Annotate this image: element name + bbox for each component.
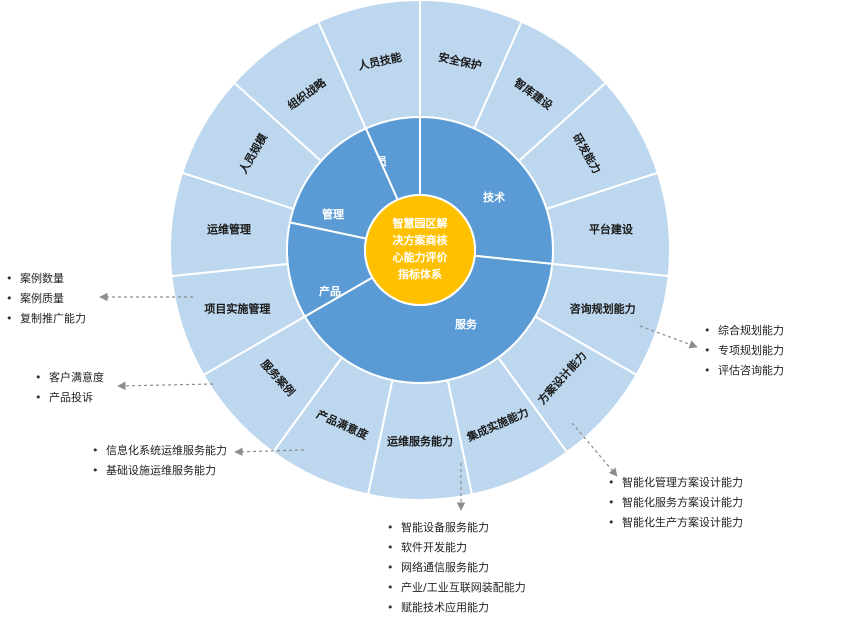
outer-segment-label: 运维管理 <box>207 222 251 236</box>
list-item: 智能化生产方案设计能力 <box>608 513 743 533</box>
outer-segment-label: 平台建设 <box>589 222 634 236</box>
outer-ring: 安全保护智库建设研发能力平台建设咨询规划能力方案设计能力集成实施能力运维服务能力… <box>169 0 671 502</box>
list-item: 智能设备服务能力 <box>387 518 526 538</box>
list-item: 产业/工业互联网装配能力 <box>387 578 526 598</box>
list-item: 案例质量 <box>6 289 86 309</box>
callout-arrow <box>117 381 214 391</box>
core-label-line: 指标体系 <box>398 267 442 281</box>
callout-consulting: 综合规划能力 专项规划能力 评估咨询能力 <box>704 321 784 381</box>
callout-ops-service: 信息化系统运维服务能力 基础设施运维服务能力 <box>92 441 227 481</box>
callout-service-case: 案例数量 案例质量 复制推广能力 <box>6 269 86 329</box>
callout-arrow <box>639 325 698 349</box>
core-label-line: 心能力评价 <box>393 250 449 264</box>
list-item: 案例数量 <box>6 269 86 289</box>
core-circle-shape <box>364 194 476 306</box>
core-label-line: 决方案商核 <box>393 233 448 247</box>
middle-ring: 人员技术服务产品管理 <box>286 115 554 384</box>
list-item: 软件开发能力 <box>387 538 526 558</box>
callout-integration: 智能设备服务能力 软件开发能力 网络通信服务能力 产业/工业互联网装配能力 赋能… <box>387 518 526 618</box>
list-item: 网络通信服务能力 <box>387 558 526 578</box>
core-label-line: 智慧园区解 <box>393 216 448 230</box>
list-item: 智能化服务方案设计能力 <box>608 493 743 513</box>
list-item: 赋能技术应用能力 <box>387 598 526 618</box>
list-item: 专项规划能力 <box>704 341 784 361</box>
list-item: 客户满意度 <box>35 368 104 388</box>
middle-segment-label: 技术 <box>483 190 505 204</box>
list-item: 综合规划能力 <box>704 321 784 341</box>
list-item: 信息化系统运维服务能力 <box>92 441 227 461</box>
callout-arrows <box>99 292 698 511</box>
middle-segment-label: 管理 <box>322 207 344 221</box>
outer-segment-label: 运维服务能力 <box>387 434 453 448</box>
middle-segment-label: 服务 <box>455 317 478 331</box>
list-item: 智能化管理方案设计能力 <box>608 473 743 493</box>
callout-satisfaction: 客户满意度 产品投诉 <box>35 368 104 408</box>
list-item: 复制推广能力 <box>6 309 86 329</box>
list-item: 产品投诉 <box>35 388 104 408</box>
outer-segment-label: 咨询规划能力 <box>570 301 636 315</box>
middle-segment-label: 产品 <box>319 284 341 298</box>
outer-segment-label: 项目实施管理 <box>204 301 270 315</box>
callout-solution-design: 智能化管理方案设计能力 智能化服务方案设计能力 智能化生产方案设计能力 <box>608 473 743 533</box>
list-item: 评估咨询能力 <box>704 361 784 381</box>
list-item: 基础设施运维服务能力 <box>92 461 227 481</box>
